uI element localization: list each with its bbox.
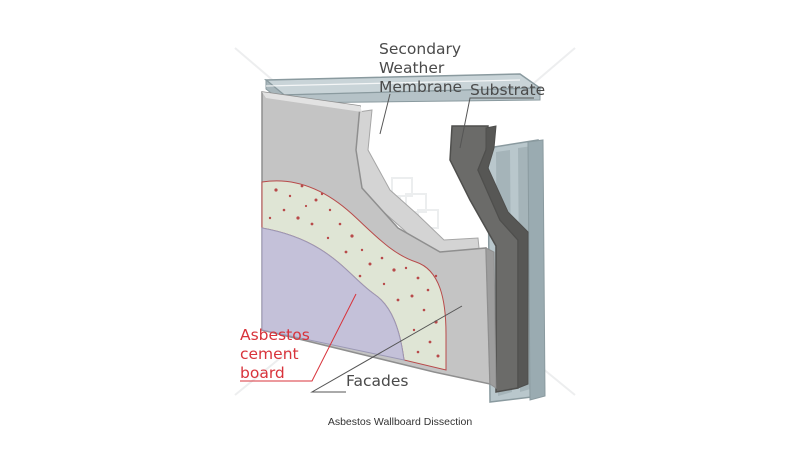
inner-board-layer [261, 227, 405, 361]
label-secondary-weather-membrane: Secondary Weather Membrane [379, 40, 462, 97]
facades-leader [310, 305, 463, 393]
label-line: Asbestos [240, 326, 310, 344]
label-facades: Facades [346, 372, 409, 390]
asbestos-leader [240, 293, 357, 382]
label-line: cement [240, 345, 299, 363]
label-substrate: Substrate [470, 81, 546, 99]
substrate-layer [449, 125, 529, 393]
substrate-leader [459, 97, 534, 149]
diagram-caption: Asbestos Wallboard Dissection [327, 416, 473, 428]
label-line: Weather [379, 59, 445, 77]
label-line: Membrane [379, 78, 463, 96]
leader-lines [240, 93, 534, 393]
label-asbestos-cement-board: Asbestos cement board [240, 326, 310, 383]
membrane-leader [379, 93, 391, 135]
label-line: board [240, 364, 285, 382]
label-line: Secondary [379, 40, 462, 58]
